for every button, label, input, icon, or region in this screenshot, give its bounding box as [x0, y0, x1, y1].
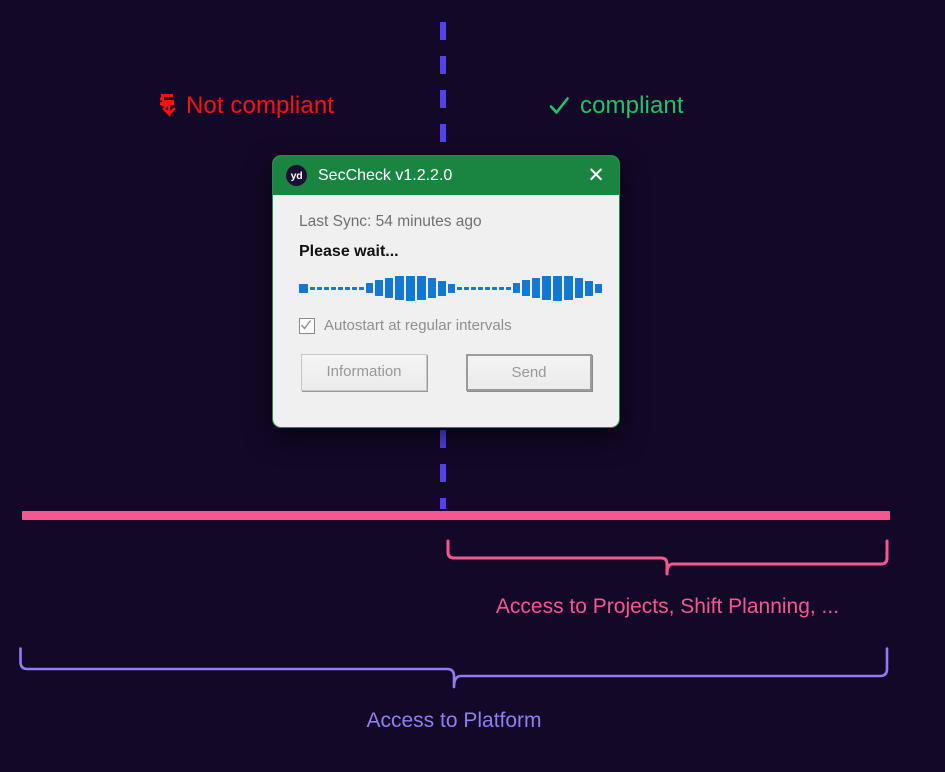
marquee-progress [299, 275, 602, 301]
lightning-bolt-icon [158, 93, 176, 119]
progress-block [317, 286, 322, 290]
dialog-title: SecCheck v1.2.2.0 [318, 166, 453, 184]
access-boundary-bar [22, 511, 890, 520]
progress-block [438, 280, 446, 296]
progress-block [299, 283, 308, 293]
projects-scope-brace [445, 538, 890, 583]
progress-block [359, 286, 364, 290]
legend-compliant: compliant [548, 92, 684, 120]
projects-scope-caption: Access to Projects, Shift Planning, ... [495, 595, 840, 618]
progress-block [575, 278, 583, 298]
progress-block [492, 286, 497, 290]
progress-block [595, 283, 602, 293]
progress-block [471, 286, 476, 290]
dialog-button-row: Information Send [299, 354, 593, 391]
progress-block [338, 286, 343, 290]
progress-block [522, 280, 530, 296]
progress-block [499, 286, 504, 290]
progress-block [513, 283, 520, 293]
progress-block [485, 286, 490, 290]
progress-block [375, 280, 383, 296]
progress-block [457, 286, 462, 290]
progress-block [366, 283, 373, 293]
app-logo-icon: yd [286, 165, 307, 186]
progress-block [553, 275, 562, 301]
progress-block [506, 286, 511, 290]
progress-block [324, 286, 329, 290]
legend-not-compliant: Not compliant [158, 92, 334, 120]
legend-compliant-label: compliant [580, 92, 684, 119]
send-button[interactable]: Send [466, 354, 592, 391]
progress-block [417, 276, 426, 300]
platform-scope-caption: Access to Platform [366, 709, 542, 732]
progress-block [564, 276, 573, 300]
progress-block [428, 278, 436, 298]
autostart-checkbox-label: Autostart at regular intervals [324, 317, 512, 334]
autostart-checkbox-row[interactable]: Autostart at regular intervals [299, 317, 593, 334]
progress-block [464, 286, 469, 290]
close-icon[interactable]: ✕ [587, 164, 605, 187]
last-sync-text: Last Sync: 54 minutes ago [299, 213, 482, 230]
check-icon [548, 95, 570, 117]
seccheck-dialog: yd SecCheck v1.2.2.0 ✕ Last Sync: 54 min… [272, 155, 620, 428]
progress-block [478, 286, 483, 290]
progress-block [395, 276, 404, 300]
autostart-checkbox[interactable] [299, 317, 315, 334]
progress-block [345, 286, 350, 290]
progress-block [406, 275, 415, 301]
status-text: Please wait... [299, 243, 399, 260]
information-button[interactable]: Information [301, 354, 427, 391]
progress-block [585, 280, 593, 296]
dialog-titlebar[interactable]: yd SecCheck v1.2.2.0 ✕ [273, 156, 619, 195]
progress-block [331, 286, 336, 290]
progress-block [448, 283, 455, 293]
progress-block [532, 278, 540, 298]
dialog-body: Last Sync: 54 minutes ago Please wait...… [273, 195, 619, 391]
progress-block [352, 286, 357, 290]
progress-block [542, 276, 551, 300]
progress-block [385, 278, 393, 298]
legend-not-compliant-label: Not compliant [186, 92, 335, 119]
platform-scope-brace [18, 646, 890, 695]
progress-block [310, 286, 315, 290]
